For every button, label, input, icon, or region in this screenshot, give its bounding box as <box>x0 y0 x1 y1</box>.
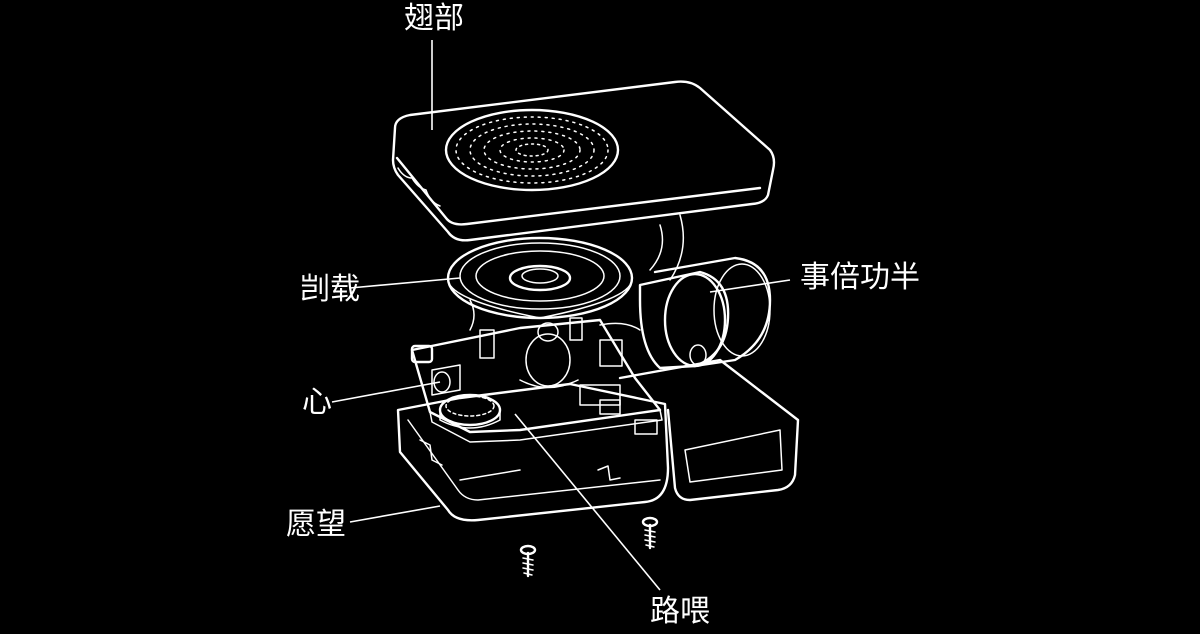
label-heart: 心 <box>302 385 332 420</box>
leader-road <box>514 413 661 591</box>
speaker-disc <box>446 236 634 320</box>
leader-disc <box>349 277 461 289</box>
gear-knob <box>438 393 502 429</box>
label-road: 路喂 <box>650 594 710 629</box>
screw-left <box>519 544 537 578</box>
label-battery: 事倍功半 <box>800 260 920 295</box>
battery-compartment <box>618 358 800 502</box>
leader-base <box>349 505 441 523</box>
label-disc: 剀载 <box>300 272 360 307</box>
leader-lines <box>331 40 791 591</box>
base-case <box>396 382 670 522</box>
screw-right <box>641 516 659 550</box>
side-jack <box>410 344 461 396</box>
top-cover <box>391 80 776 281</box>
batteries <box>638 256 772 370</box>
label-base: 愿望 <box>286 507 346 542</box>
speaker-grille <box>444 108 620 192</box>
label-top-cover: 翅部 <box>404 1 464 36</box>
